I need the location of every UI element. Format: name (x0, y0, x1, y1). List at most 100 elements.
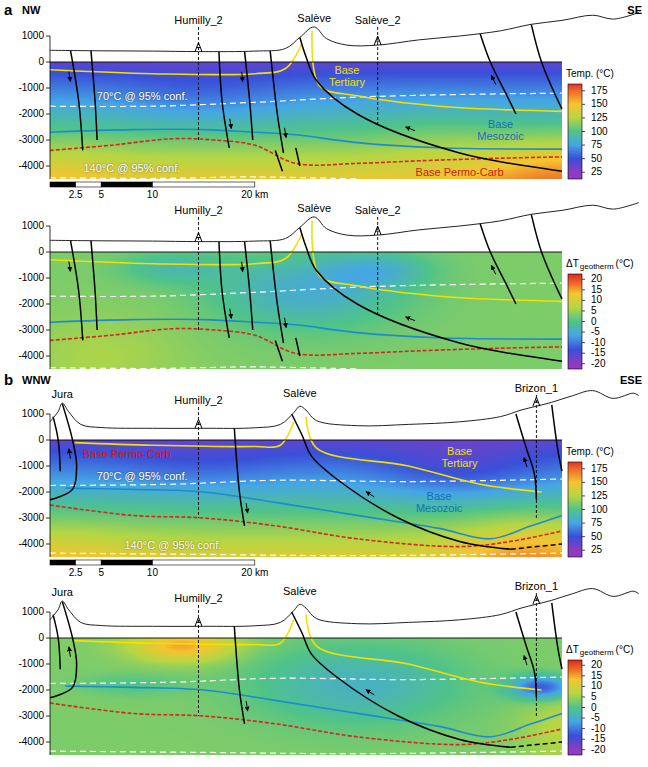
well-label: Salève (283, 585, 317, 598)
base-permo-carb-horizon (50, 139, 562, 166)
fault-slip-arrow (230, 309, 232, 319)
horizon-label: Base Permo-Carb (83, 448, 171, 461)
colorbar-tick-label: 25 (591, 544, 602, 556)
fault-slip-arrow (230, 119, 232, 129)
isotherm-label: 140°C @ 95% conf. (83, 162, 180, 175)
well-derrick-symbol (195, 43, 202, 52)
fault-line (292, 612, 511, 747)
fault-line (219, 242, 229, 338)
scale-bar-segment (50, 560, 76, 565)
colorbar-title: geotherm (580, 648, 614, 657)
depth-axis-label: -4000 (18, 736, 44, 748)
well-label: Salève (297, 202, 331, 215)
colorbar-frame (568, 660, 582, 755)
scale-bar-segment (101, 182, 152, 187)
colorbar-tick-mark (582, 739, 585, 740)
depth-axis-label: -1000 (18, 82, 44, 94)
depth-axis-tick (46, 544, 50, 545)
fault-line (245, 241, 253, 330)
scale-label: 2.5 (69, 567, 83, 579)
colorbar-tick-mark (582, 686, 585, 687)
well-derrick-symbol (374, 226, 381, 235)
fault-line (91, 51, 97, 140)
fault-line (300, 38, 562, 172)
depth-axis-label: -4000 (18, 160, 44, 172)
colorbar-tick-mark (582, 117, 585, 118)
colorbar-tick-label: 125 (591, 112, 608, 124)
colorbar-tick-mark (582, 104, 585, 105)
colorbar (568, 84, 582, 179)
fault-slip-arrow (285, 128, 287, 138)
scale-label: 20 km (241, 567, 268, 579)
well-trace (536, 395, 537, 518)
well-label: Salève_2 (355, 204, 401, 217)
fault-slip-arrow (69, 72, 71, 82)
fault-line-inferred (511, 742, 562, 747)
colorbar-tick-label: 125 (591, 490, 608, 502)
base-tertiary-horizon (75, 620, 294, 646)
colorbar-tick-mark (582, 728, 585, 729)
base-tertiary-horizon (312, 221, 562, 302)
colorbar-tick-mark (582, 696, 585, 697)
fault-line (270, 51, 283, 153)
colorbar-tick-label: 15 (591, 284, 602, 296)
colorbar (568, 274, 582, 369)
colorbar-tick-label: -20 (591, 358, 605, 370)
well-label: Jura (52, 586, 73, 599)
colorbar-tick-mark (582, 536, 585, 537)
fault-line (70, 50, 82, 150)
scale-label: 2.5 (69, 189, 83, 201)
colorbar-tick-mark (582, 482, 585, 483)
scale-bar-segment (76, 182, 102, 187)
horizon-label: Base Mesozoic (474, 118, 528, 142)
scale-label: 5 (98, 189, 104, 201)
fault-line (531, 214, 562, 298)
well-trace (377, 27, 378, 127)
fault-line (552, 405, 562, 471)
colorbar-tick-label: 0 (591, 702, 597, 714)
fault-line (50, 404, 77, 500)
depth-axis-tick (46, 304, 50, 305)
depth-axis-tick (46, 278, 50, 279)
colorbar-tick-label: 15 (591, 670, 602, 682)
depth-axis-tick (46, 36, 50, 37)
colorbar-tick-label: 5 (591, 691, 597, 703)
fault-line (270, 241, 283, 343)
scale-bar-segment (152, 560, 254, 565)
colorbar-title: (°C) (616, 258, 634, 270)
temperature-field (50, 252, 562, 369)
colorbar-tick-label: -15 (591, 347, 605, 359)
colorbar-tick-mark (582, 310, 585, 311)
depth-axis-tick (46, 226, 50, 227)
colorbar-tick-label: 100 (591, 504, 608, 516)
scale-label: 10 (147, 567, 158, 579)
colorbar-tick-mark (582, 718, 585, 719)
depth-axis-label: -1000 (18, 658, 44, 670)
fault-line (296, 148, 300, 166)
fault-line (552, 603, 562, 669)
horizon-label: Base Mesozoic (412, 490, 466, 514)
fault-line (91, 241, 97, 330)
fault-slip-arrow (69, 647, 71, 657)
fault-line (480, 223, 516, 304)
base-tertiary-horizon (50, 44, 302, 75)
colorbar-title: geotherm (580, 262, 614, 271)
fault-slip-arrow (406, 317, 415, 321)
fault-line (234, 626, 244, 724)
depth-axis-tick (46, 140, 50, 141)
colorbar-tick-mark (582, 509, 585, 510)
colorbar (568, 660, 582, 755)
isotherm-line (50, 553, 562, 556)
colorbar-tick-label: 50 (591, 531, 602, 543)
colorbar-tick-mark (582, 665, 585, 666)
isotherm-line (50, 751, 562, 754)
colorbar-tick-label: -15 (591, 733, 605, 745)
isotherm-label: 140°C @ 95% conf. (124, 539, 221, 552)
temperature-field (50, 62, 562, 179)
colorbar-title: ΔT (566, 258, 579, 270)
horizon-label: Base Tertiary (435, 445, 485, 469)
fault-slip-arrow (366, 690, 374, 695)
colorbar-tick-label: 175 (591, 463, 608, 475)
sea-level-line (50, 252, 562, 253)
base-tertiary-horizon (306, 615, 542, 690)
